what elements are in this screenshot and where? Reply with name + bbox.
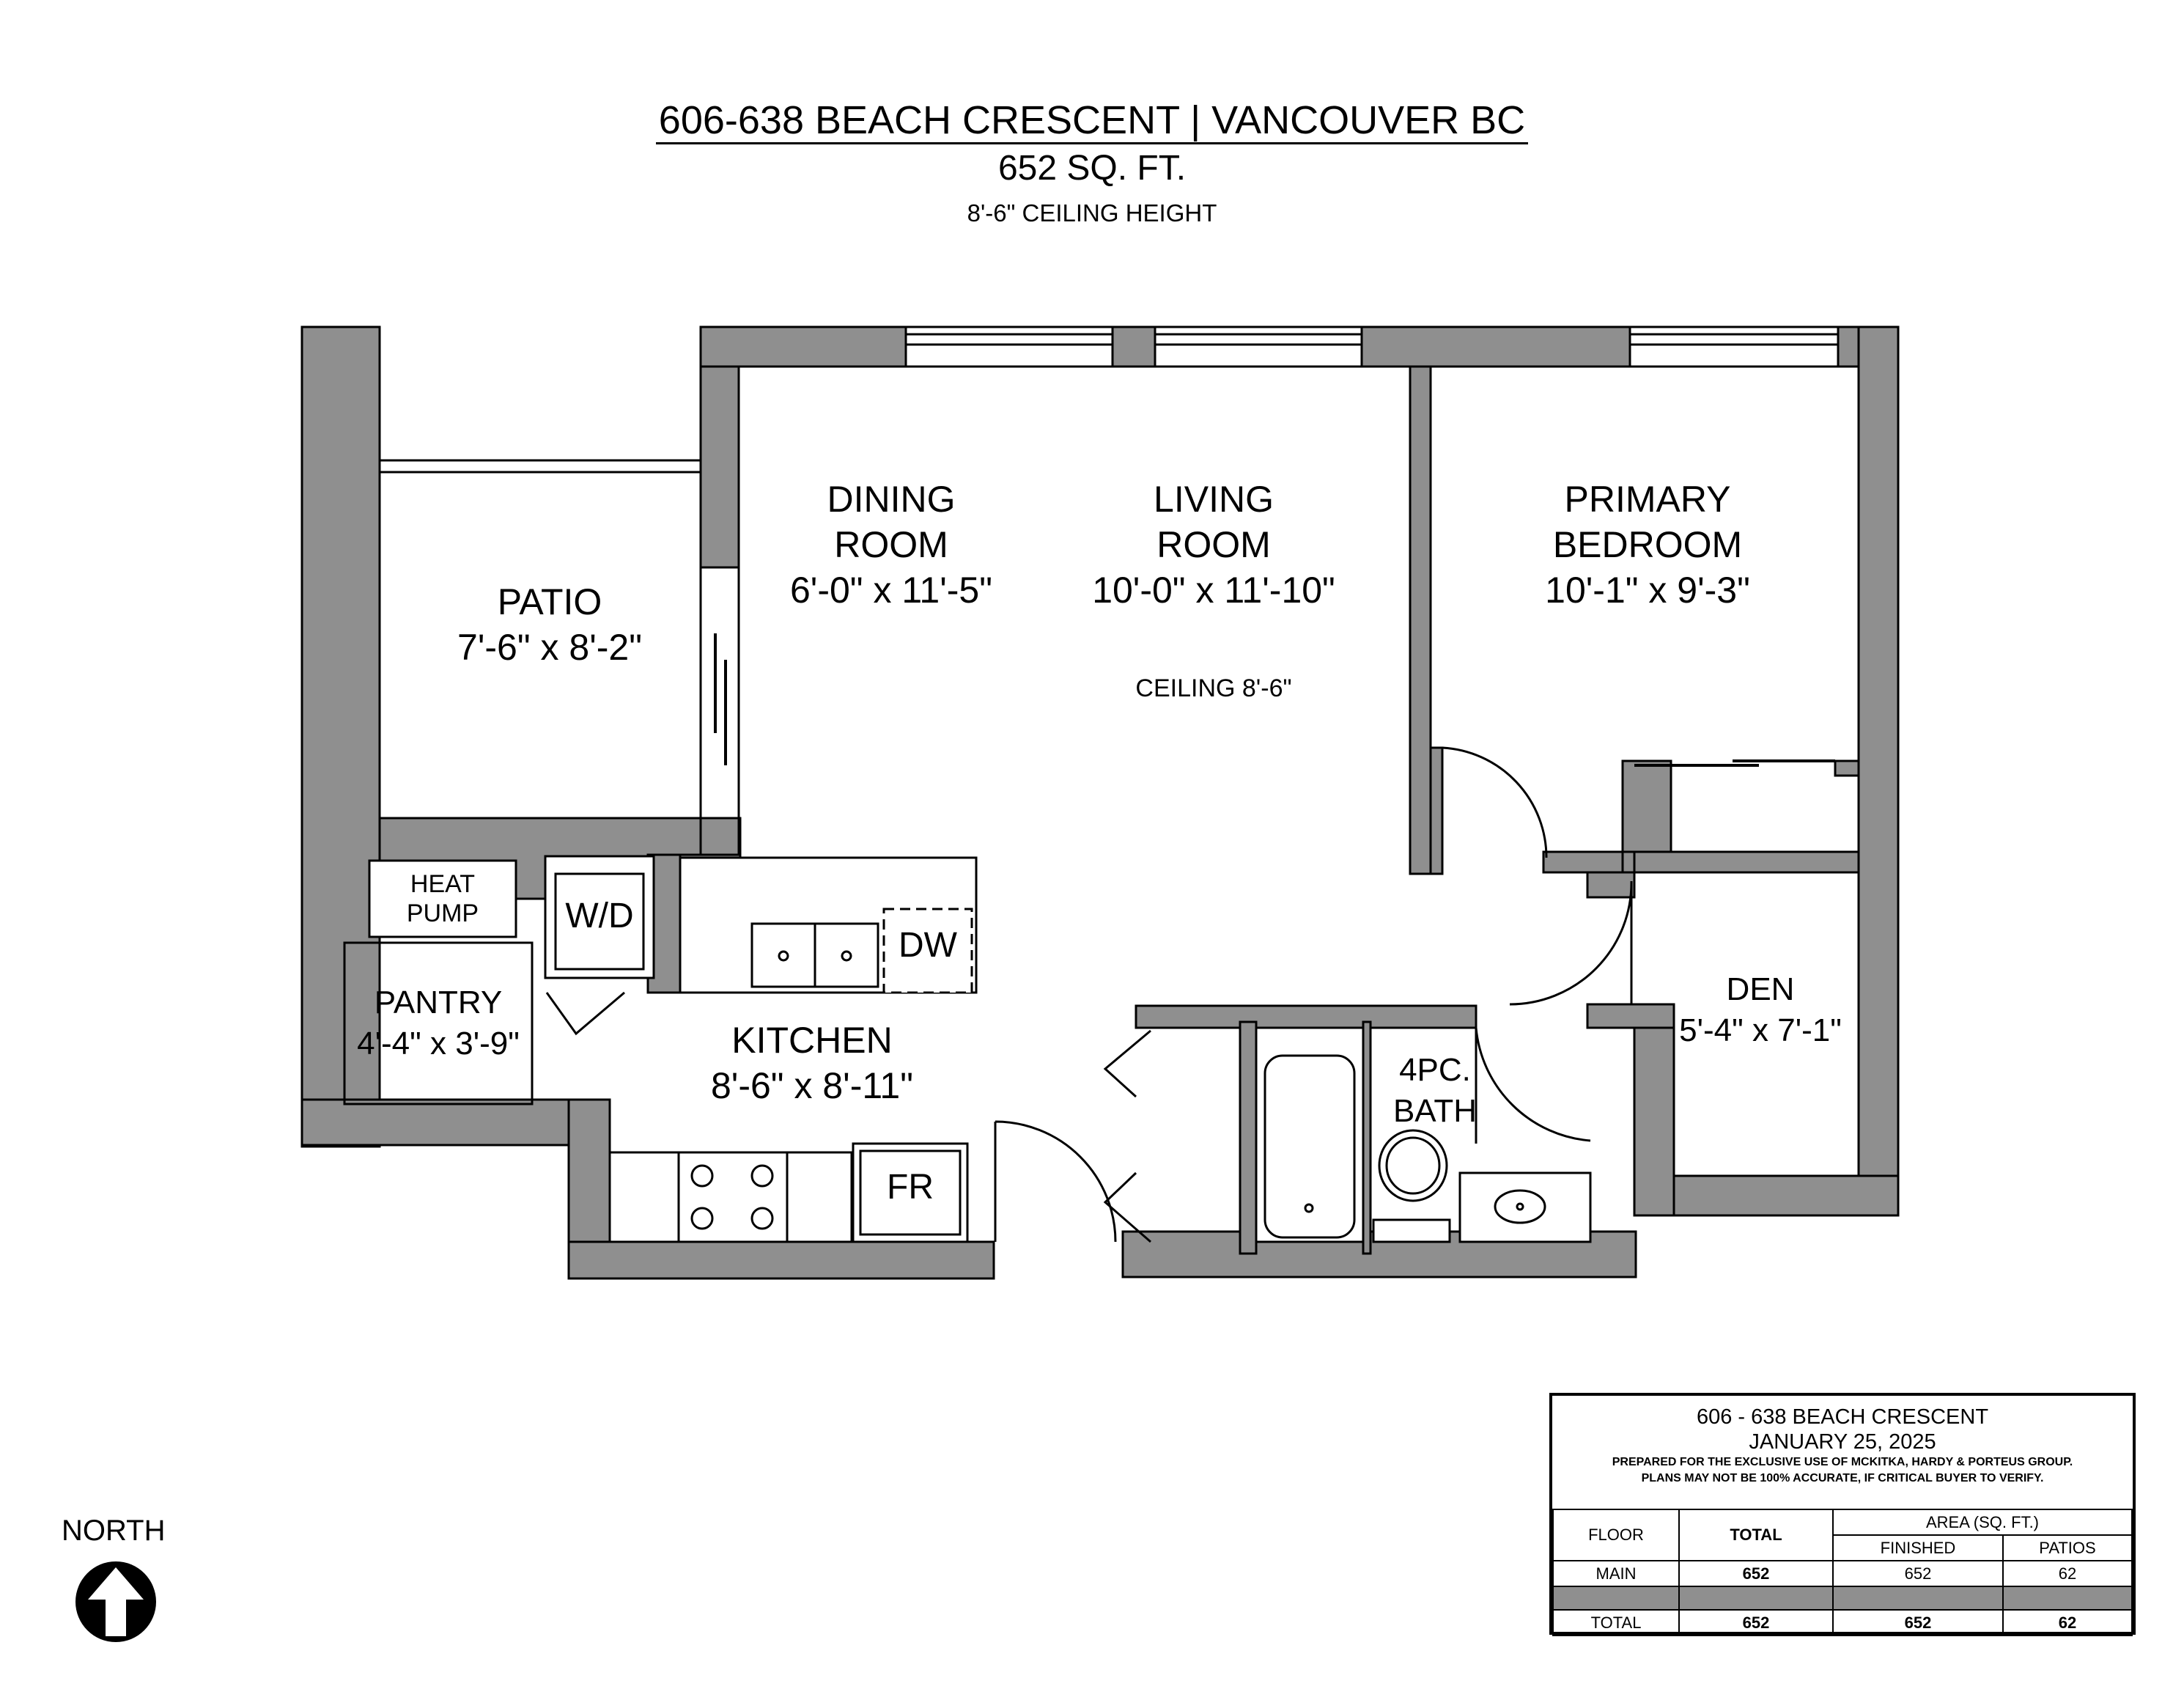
col-patios: PATIOS (2002, 1534, 2133, 1561)
dishwasher (882, 908, 973, 994)
col-total: TOTAL (1678, 1509, 1834, 1561)
table-spacer-row (1552, 1586, 2133, 1611)
stove (677, 1151, 789, 1243)
tb-address: 606 - 638 BEACH CRESCENT (1696, 1405, 1989, 1429)
col-area: AREA (SQ. FT.) (1832, 1509, 2133, 1536)
table-row: MAIN 652 652 62 (1552, 1560, 2133, 1587)
north-arrow-icon (75, 1561, 156, 1642)
plan-area: 652 SQ. FT. (997, 149, 1187, 188)
patio-edges (380, 365, 1860, 1177)
closet-door-1 (1103, 1029, 1151, 1098)
title-block: 606 - 638 BEACH CRESCENT JANUARY 25, 202… (1549, 1393, 2136, 1636)
door-den (1509, 880, 1633, 1006)
area-table: FLOOR TOTAL AREA (SQ. FT.) FINISHED PATI… (1552, 1509, 2133, 1636)
washer-dryer-label: W/D (565, 897, 634, 935)
wall-west (300, 325, 381, 1148)
kitchen-fixtures (608, 856, 978, 1243)
wall-kitchen-south (567, 1240, 995, 1280)
door-swings (545, 746, 1633, 1243)
wall-bath-north (1135, 1004, 1477, 1029)
tb-note-1: PREPARED FOR THE EXCLUSIVE USE OF MCKITK… (1612, 1456, 2073, 1468)
utility-fixtures (343, 855, 655, 1105)
dishwasher-label: DW (899, 926, 957, 965)
wall-bedroom-south (1542, 850, 1860, 874)
tb-note-2: PLANS MAY NOT BE 100% ACCURATE, IF CRITI… (1641, 1472, 2044, 1484)
bath-label: 4PC.BATH (1392, 1052, 1477, 1129)
wall-north-2 (1111, 325, 1156, 368)
col-finished: FINISHED (1832, 1534, 2004, 1561)
wall-east (1857, 325, 1900, 1217)
heat-pump (368, 859, 517, 938)
tb-date: JANUARY 25, 2025 (1749, 1430, 1936, 1454)
fridge-label: FR (887, 1168, 934, 1207)
window-living (1154, 325, 1363, 368)
door-entry (994, 1120, 1117, 1243)
north-label: NORTH (62, 1515, 166, 1547)
plan-ceiling-height: 8'-6" CEILING HEIGHT (967, 199, 1217, 227)
wall-bottom-left (300, 1098, 570, 1147)
windows (904, 325, 1840, 368)
plan-title: 606-638 BEACH CRESCENT | VANCOUVER BC (0, 98, 2184, 144)
wall-north-1 (699, 325, 907, 368)
living-ceiling-label: CEILING 8'-6" (1135, 674, 1292, 702)
pantry-box (343, 941, 534, 1105)
col-floor: FLOOR (1552, 1509, 1680, 1561)
window-dining (904, 325, 1114, 368)
wall-north-3 (1360, 325, 1631, 368)
window-bedroom (1628, 325, 1840, 368)
wall-bedroom-west (1409, 365, 1432, 875)
door-bath (1475, 1027, 1591, 1144)
bath-fixtures (1255, 1026, 1592, 1243)
door-bedroom (1441, 746, 1548, 858)
closet-door-2 (1103, 1171, 1151, 1243)
tub-basin (1263, 1054, 1356, 1239)
walls (300, 325, 1900, 1280)
table-row: TOTAL 652 652 62 (1552, 1609, 2133, 1636)
toilet-tank (1372, 1218, 1451, 1243)
pantry-door (545, 991, 625, 1036)
